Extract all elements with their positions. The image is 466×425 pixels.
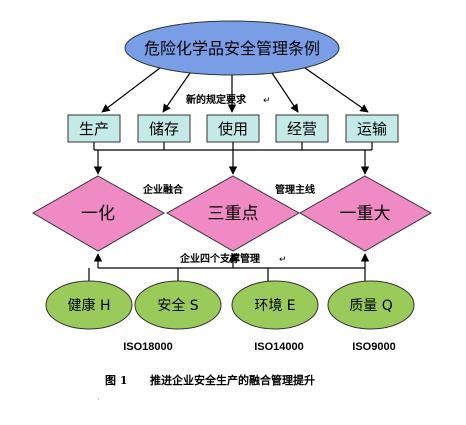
standard-iso18000: ISO18000 [123,341,173,353]
stray-mark: · [97,395,100,404]
support-safety [134,280,222,330]
support-environment-label: 环境 E [254,298,295,314]
box-storage-label: 储存 [149,120,179,138]
support-ellipses: 健康 H 安全 S 环境 E 质量 Q [45,280,415,330]
box-usage-label: 使用 [218,120,248,138]
box-usage [206,114,260,143]
diamond-sanzhongdian [165,175,301,252]
diamond-yihua [31,175,166,252]
diamond-sanzhongdian-label: 三重点 [208,204,259,224]
box-to-diamond-connectors [93,142,373,175]
support-environment [231,280,319,330]
diamonds: 一化 三重点 一重大 [31,175,433,252]
lifecycle-boxes: 生产 储存 使用 经营 运输 [67,114,399,143]
support-quality [327,280,415,330]
support-label: 企业四个支撑管理 [179,252,260,265]
mainline-label: 管理主线 [275,183,315,196]
support-health [45,280,133,330]
diamond-yizhongda-label: 一重大 [340,204,391,224]
title-text: 危险化学品安全管理条例 [144,39,320,58]
box-operation [275,114,329,143]
integration-label: 企业融合 [142,183,184,196]
requirements-label: 新的规定要求 [186,93,247,106]
support-mark: ↵ [279,255,287,265]
caption-text: 推进企业安全生产的融合管理提升 [150,373,315,387]
support-safety-label: 安全 S [157,297,198,314]
box-production [67,114,121,143]
box-transport-label: 运输 [357,120,387,138]
support-quality-label: 质量 Q [349,298,392,314]
caption-number: 图 1 [105,374,127,387]
requirements-mark: ↵ [263,96,271,106]
box-production-label: 生产 [79,120,109,138]
ellipse-to-box-arrows [101,67,369,113]
diamond-yizhongda [298,175,433,252]
standard-iso14000: ISO14000 [254,341,304,353]
box-operation-label: 经营 [287,120,317,138]
box-transport [345,114,399,143]
standard-iso9000: ISO9000 [352,341,395,353]
support-health-label: 健康 H [68,297,111,314]
diamond-yihua-label: 一化 [81,204,115,224]
